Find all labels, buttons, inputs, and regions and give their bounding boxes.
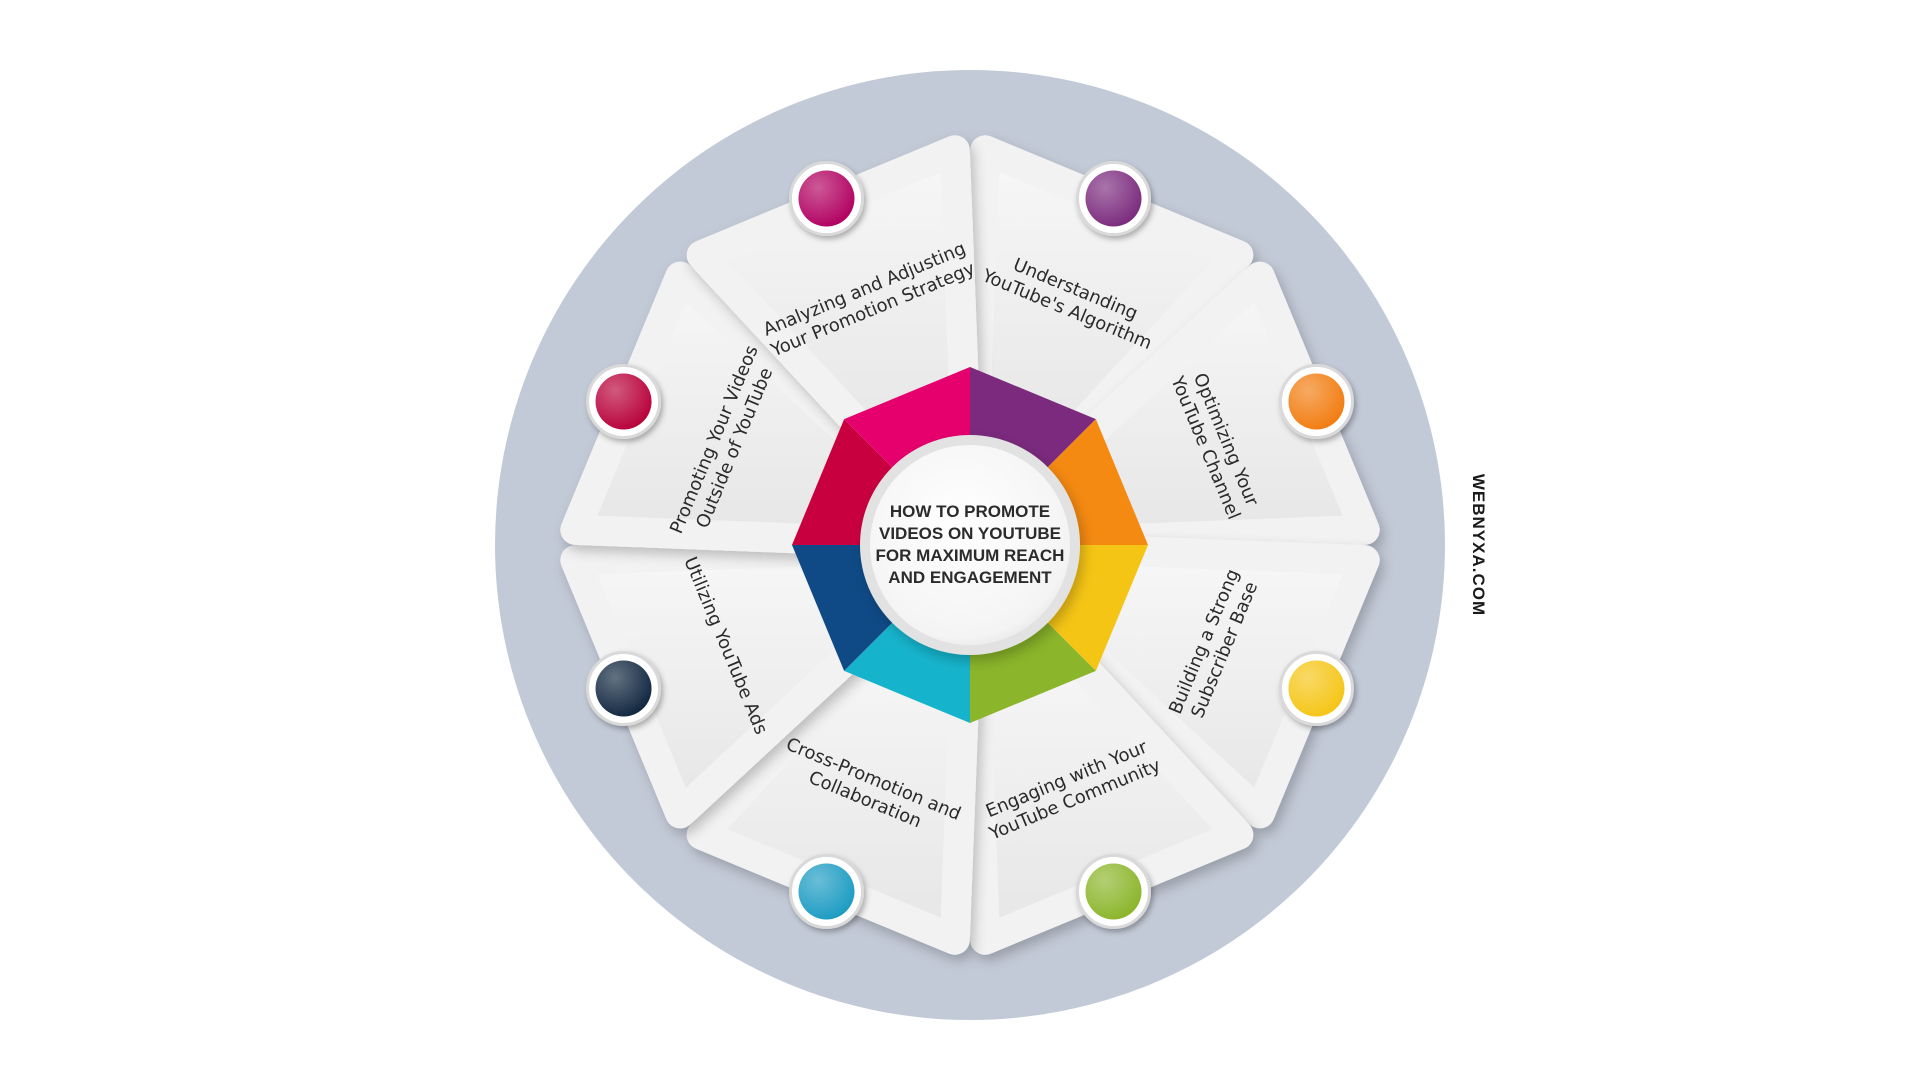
watermark: WEBNYXA.COM (1469, 473, 1488, 617)
dot-shine-engaging-with-your-youtube-community (1085, 863, 1142, 920)
hub (870, 445, 1070, 645)
dot-shine-cross-promotion-and-collaboration (798, 863, 855, 920)
step-dots (586, 161, 1354, 929)
color-segments (792, 367, 1148, 723)
dot-shine-building-a-strong-subscriber-base (1288, 660, 1345, 717)
dot-shine-analyzing-and-adjusting-your-promotion-strategy (798, 170, 855, 227)
dot-shine-utilizing-youtube-ads (595, 660, 652, 717)
dot-shine-optimizing-your-youtube-channel (1288, 373, 1345, 430)
dot-shine-understanding-youtube-s-algorithm (1085, 170, 1142, 227)
dot-shine-promoting-your-videos-outside-of-youtube (595, 373, 652, 430)
